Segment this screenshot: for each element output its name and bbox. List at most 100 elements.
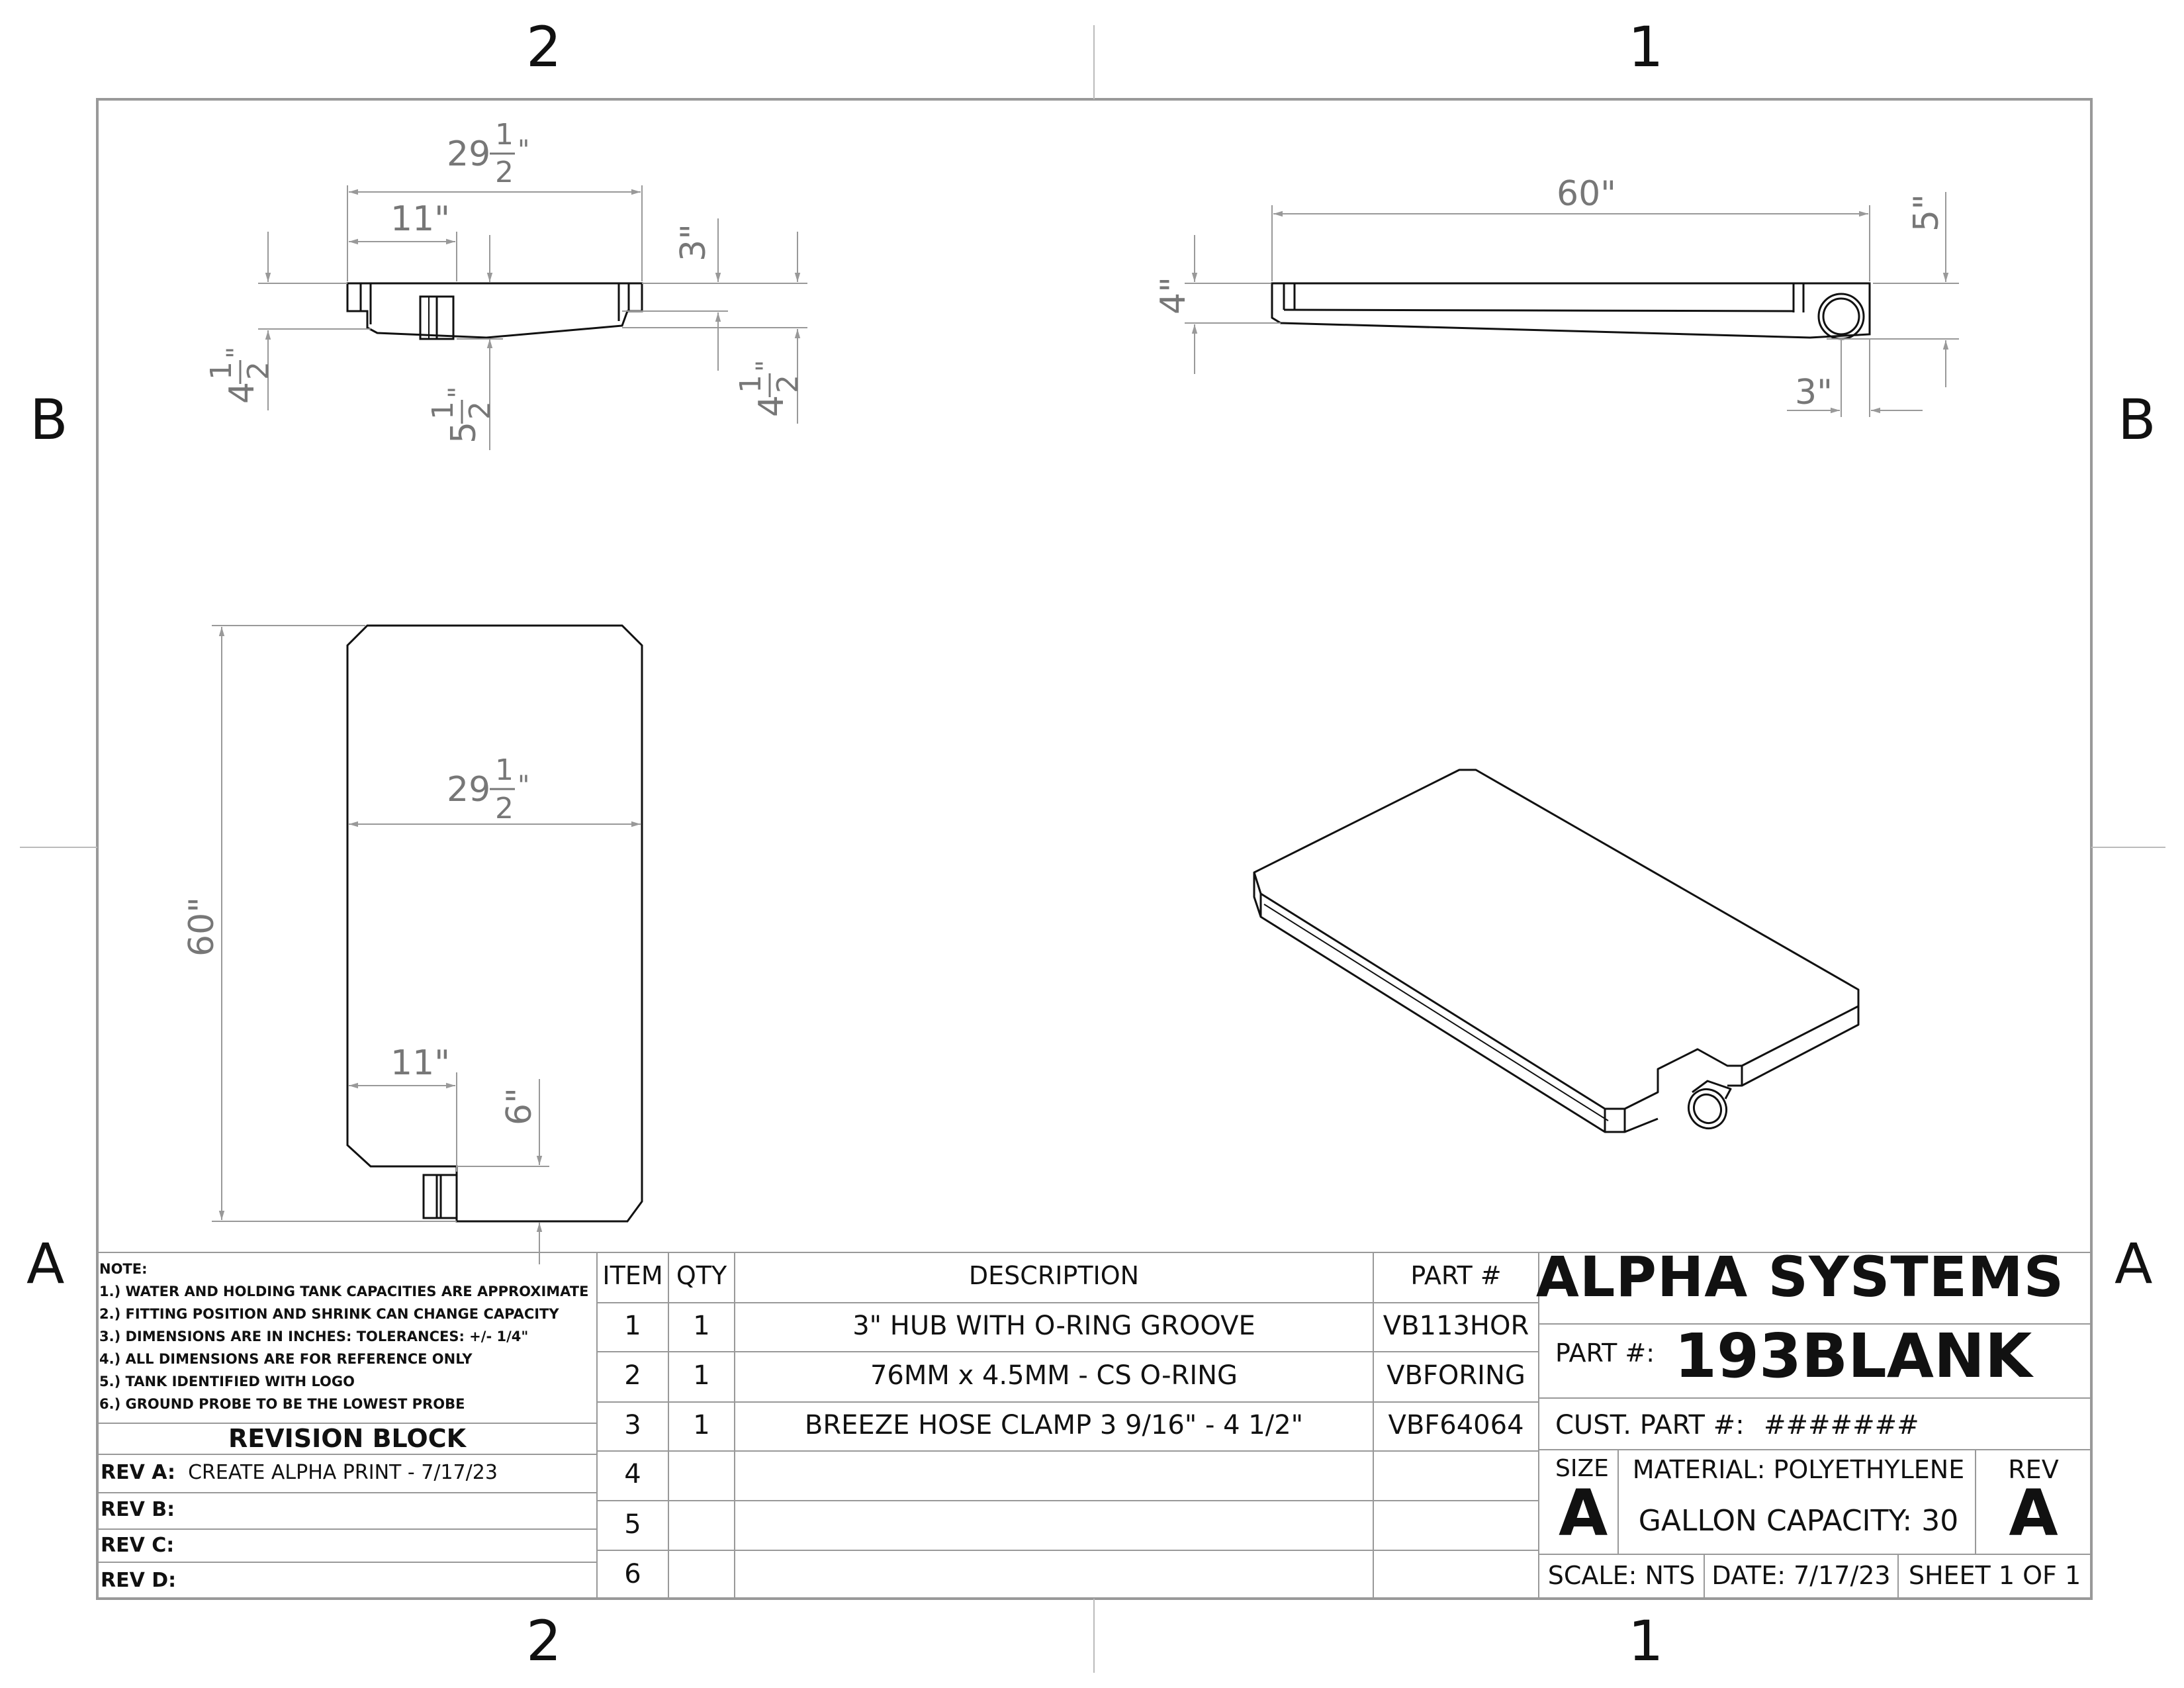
svg-text:1: 1 <box>426 401 460 420</box>
bom-item: 1 <box>624 1311 641 1341</box>
bom-header-part: PART # <box>1410 1261 1502 1290</box>
scale: SCALE: NTS <box>1547 1561 1696 1590</box>
bom-header-description: DESCRIPTION <box>968 1261 1140 1290</box>
dim-plan-fitting-y: 6" <box>500 1088 539 1125</box>
zone-right-A: A <box>2115 1231 2153 1296</box>
svg-text:1: 1 <box>205 361 238 380</box>
svg-text:1: 1 <box>495 753 514 787</box>
cust-part-value: ####### <box>1764 1410 1919 1440</box>
note-line: 1.) WATER AND HOLDING TANK CAPACITIES AR… <box>99 1284 589 1299</box>
zone-top-2: 2 <box>526 15 562 79</box>
part-number-value: 193BLANK <box>1674 1321 2032 1391</box>
dim-plan-width: 29 1 2 " <box>447 753 529 825</box>
note-line: 2.) FITTING POSITION AND SHRINK CAN CHAN… <box>99 1306 559 1322</box>
side-view-dims <box>1185 192 1959 417</box>
bom-part: VB113HOR <box>1383 1311 1529 1341</box>
dim-side-height-left: 4" <box>1154 277 1193 314</box>
rev-label: REV D: <box>101 1569 177 1592</box>
bom-item: 5 <box>624 1509 641 1540</box>
bom-description: 3" HUB WITH O-RING GROOVE <box>852 1311 1255 1341</box>
dim-plan-fitting-x: 11" <box>390 1043 450 1083</box>
size-label: SIZE <box>1555 1455 1609 1482</box>
company-name: ALPHA SYSTEMS <box>1535 1244 2065 1309</box>
rev-label: REV <box>2008 1455 2059 1484</box>
svg-text:5: 5 <box>444 422 484 444</box>
svg-text:1: 1 <box>495 118 514 152</box>
sheet-number: SHEET 1 OF 1 <box>1908 1561 2081 1590</box>
rev-value: A <box>2009 1476 2058 1550</box>
svg-text:": " <box>518 771 529 801</box>
note-line: 4.) ALL DIMENSIONS ARE FOR REFERENCE ONL… <box>99 1351 473 1367</box>
svg-text:29: 29 <box>447 770 490 810</box>
zone-bottom-1: 1 <box>1628 1609 1664 1673</box>
rev-row-c: REV C: <box>101 1534 174 1557</box>
svg-text:": " <box>443 387 474 399</box>
top-view-dims <box>258 185 807 450</box>
plan-view-dim-texts: 29 1 2 " 60" 11" 6" <box>182 753 539 1125</box>
notes-block: NOTE: 1.) WATER AND HOLDING TANK CAPACIT… <box>99 1258 588 1415</box>
bom-item: 4 <box>624 1459 641 1489</box>
svg-text:4: 4 <box>752 395 792 417</box>
svg-text:1: 1 <box>734 375 768 393</box>
svg-text:2: 2 <box>495 792 514 825</box>
dim-top-right-total: 4 1 2 " <box>734 360 805 417</box>
dim-plan-length: 60" <box>182 897 222 957</box>
rev-label: REV C: <box>101 1534 175 1557</box>
svg-text:4: 4 <box>222 382 262 404</box>
bom-qty: 1 <box>693 1410 710 1440</box>
gallon-capacity: GALLON CAPACITY: 30 <box>1638 1504 1959 1538</box>
svg-text:": " <box>751 360 782 372</box>
zone-right-B: B <box>2118 387 2156 452</box>
revision-block-title: REVISION BLOCK <box>228 1424 467 1453</box>
rev-text: CREATE ALPHA PRINT - 7/17/23 <box>188 1461 498 1484</box>
rev-row-a: REV A: CREATE ALPHA PRINT - 7/17/23 <box>101 1461 498 1484</box>
zone-top-1: 1 <box>1628 15 1664 79</box>
bom-item: 6 <box>624 1559 641 1589</box>
svg-text:29: 29 <box>447 134 490 174</box>
dim-top-left-height: 4 1 2 " <box>205 347 275 404</box>
dim-top-inner: 11" <box>390 199 450 239</box>
material: MATERIAL: POLYETHYLENE <box>1632 1455 1965 1484</box>
side-view-dim-texts: 60" 4" 5" 3" <box>1154 174 1946 412</box>
bom-qty: 1 <box>693 1311 710 1341</box>
svg-text:2: 2 <box>242 361 275 380</box>
isometric-view <box>1253 769 1860 1133</box>
zone-bottom-2: 2 <box>526 1609 562 1673</box>
bom-qty: 1 <box>693 1360 710 1391</box>
svg-text:2: 2 <box>495 156 514 189</box>
dim-side-height-right: 5" <box>1907 194 1946 232</box>
zone-left-A: A <box>26 1231 65 1296</box>
rev-label: REV B: <box>101 1498 175 1521</box>
top-view-dim-texts: 29 1 2 " 11" 3" 4 1 2 " 5 1 2 " 4 1 2 " <box>205 118 805 444</box>
plan-view <box>346 624 643 1223</box>
rev-row-b: REV B: <box>101 1498 175 1521</box>
note-line: 5.) TANK IDENTIFIED WITH LOGO <box>99 1374 355 1389</box>
dim-top-right-height: 3" <box>674 224 713 261</box>
plan-view-dims <box>212 625 641 1264</box>
dim-top-mid-height: 5 1 2 " <box>426 387 497 444</box>
top-view <box>346 282 643 340</box>
bom-item: 2 <box>624 1360 641 1391</box>
cust-part-label: CUST. PART #: <box>1555 1410 1745 1440</box>
dim-side-fitting-offset: 3" <box>1795 373 1833 412</box>
notes-heading: NOTE: <box>99 1261 148 1277</box>
bom-header-item: ITEM <box>602 1261 663 1290</box>
bom-description: 76MM x 4.5MM - CS O-RING <box>870 1360 1238 1391</box>
rev-row-d: REV D: <box>101 1569 176 1592</box>
size-value: A <box>1559 1476 1608 1550</box>
bom-header-qty: QTY <box>676 1261 727 1290</box>
svg-text:2: 2 <box>771 375 805 393</box>
part-number-label: PART #: <box>1555 1338 1655 1368</box>
bom-item: 3 <box>624 1410 641 1440</box>
zone-ticks <box>20 25 2165 1673</box>
title-block-grid <box>97 1252 2091 1599</box>
bom-description: BREEZE HOSE CLAMP 3 9/16" - 4 1/2" <box>804 1410 1304 1440</box>
svg-text:2: 2 <box>463 401 497 420</box>
bom-part: VBF64064 <box>1388 1410 1524 1440</box>
svg-text:": " <box>518 135 529 165</box>
side-view <box>1271 282 1871 340</box>
dim-top-width: 29 1 2 " <box>447 118 529 189</box>
bom-part: VBFORING <box>1387 1360 1525 1391</box>
date: DATE: 7/17/23 <box>1711 1561 1891 1590</box>
